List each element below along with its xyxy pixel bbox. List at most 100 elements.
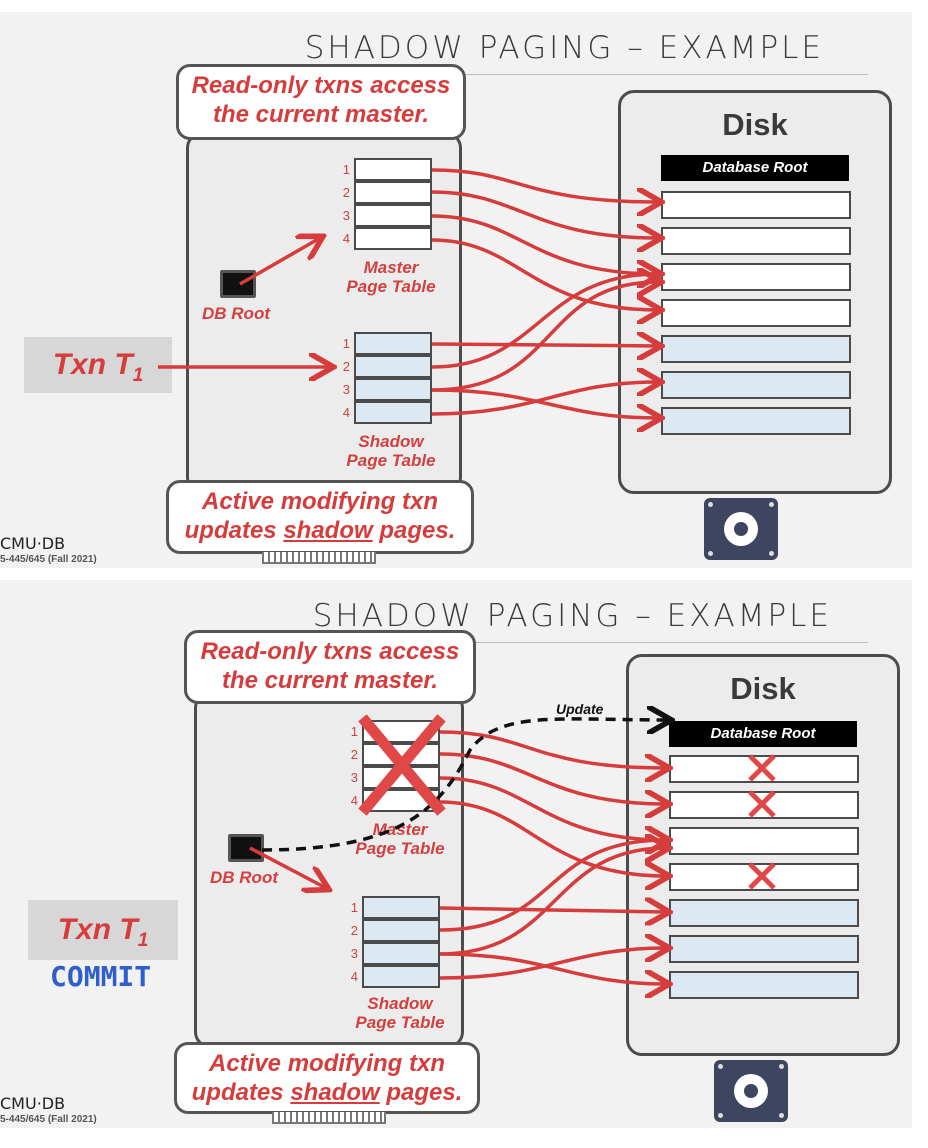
shadow-page-entry bbox=[362, 942, 440, 965]
callout-text: updates bbox=[191, 1079, 291, 1106]
slide-title: SHADOW PAGING – EXAMPLE bbox=[304, 30, 824, 66]
txn-subscript: 1 bbox=[137, 930, 149, 951]
master-row-number: 2 bbox=[342, 185, 350, 200]
callout-line: the current master. bbox=[221, 667, 439, 694]
cross-out-icon bbox=[748, 754, 776, 782]
shadow-row-number: 4 bbox=[350, 969, 358, 984]
ribbon-cable bbox=[272, 1112, 386, 1124]
database-root-page: Database Root bbox=[669, 721, 857, 747]
callout-line: updates shadow pages. bbox=[177, 1078, 477, 1107]
shadow-row-number: 2 bbox=[342, 359, 350, 374]
shadow-row-number: 4 bbox=[342, 405, 350, 420]
database-root-page: Database Root bbox=[661, 155, 849, 181]
arrow-shadow-2 bbox=[431, 274, 658, 369]
master-page-entry bbox=[354, 181, 432, 204]
shadow-page-entry bbox=[362, 919, 440, 942]
arrow-master-4 bbox=[439, 800, 666, 876]
disk-shadow-page bbox=[669, 971, 859, 999]
callout-line: Read-only txns access bbox=[191, 72, 451, 99]
shadow-row-number: 1 bbox=[342, 336, 350, 351]
shadow-row-number: 3 bbox=[350, 946, 358, 961]
db-root-pointer bbox=[228, 834, 264, 862]
master-label-line: Master bbox=[372, 820, 428, 839]
pointer-arrows bbox=[158, 168, 912, 568]
shadow-label-line: Page Table bbox=[355, 1013, 445, 1032]
shadow-row-number: 2 bbox=[350, 923, 358, 938]
disk-shadow-page bbox=[669, 935, 859, 963]
master-page-table-label: Master Page Table bbox=[340, 820, 460, 858]
callout-emphasis: shadow bbox=[283, 517, 373, 544]
callout-emphasis: shadow bbox=[290, 1079, 380, 1106]
txn-text: Txn T bbox=[52, 348, 133, 381]
callout-read-only: Read-only txns access the current master… bbox=[176, 64, 466, 140]
callout-modifying-txn: Active modifying txn updates shadow page… bbox=[174, 1042, 480, 1114]
shadow-label-line: Page Table bbox=[346, 451, 436, 470]
arrow-master-1 bbox=[431, 168, 658, 202]
update-label: Update bbox=[556, 701, 604, 717]
master-row-number: 4 bbox=[350, 793, 358, 808]
arrow-shadow-5 bbox=[431, 388, 658, 418]
footer-logo: CMU·DB bbox=[0, 1094, 66, 1113]
disk-page bbox=[661, 227, 851, 255]
callout-text: pages. bbox=[372, 517, 456, 544]
cross-out-icon bbox=[358, 714, 446, 816]
callout-text: updates bbox=[184, 517, 284, 544]
disk-page bbox=[661, 299, 851, 327]
slide-before-commit: SHADOW PAGING – EXAMPLE Disk Database Ro… bbox=[0, 12, 912, 568]
shadow-page-entry bbox=[354, 378, 432, 401]
ribbon-cable bbox=[262, 552, 376, 564]
shadow-page-entry bbox=[354, 401, 432, 424]
arrow-master-4 bbox=[431, 238, 658, 310]
disk-title: Disk bbox=[722, 107, 788, 142]
cross-out-icon bbox=[748, 862, 776, 890]
footer-logo: CMU·DB bbox=[0, 534, 66, 553]
arrow-shadow-2 bbox=[439, 840, 666, 932]
txn-t1-label: Txn T1 bbox=[24, 337, 172, 393]
title-divider bbox=[260, 642, 868, 643]
callout-line: Read-only txns access bbox=[200, 638, 460, 665]
disk-shadow-page bbox=[661, 335, 851, 363]
title-divider bbox=[260, 74, 868, 75]
callout-modifying-txn: Active modifying txn updates shadow page… bbox=[166, 480, 474, 554]
arrow-db-root-to-shadow bbox=[249, 846, 326, 888]
shadow-label-line: Shadow bbox=[367, 994, 433, 1013]
arrow-shadow-5 bbox=[439, 952, 666, 984]
footer-course: 5-445/645 (Fall 2021) bbox=[0, 1114, 97, 1125]
shadow-row-number: 3 bbox=[342, 382, 350, 397]
master-page-entry bbox=[354, 204, 432, 227]
txn-subscript: 1 bbox=[132, 365, 144, 386]
shadow-label-line: Shadow bbox=[358, 432, 424, 451]
arrow-master-2 bbox=[439, 752, 666, 804]
master-page-table-label: Master Page Table bbox=[331, 258, 451, 296]
master-label-line: Page Table bbox=[355, 839, 445, 858]
disk-shadow-page bbox=[661, 371, 851, 399]
update-arrow bbox=[261, 719, 668, 852]
master-label-line: Master bbox=[363, 258, 419, 277]
master-row-number: 4 bbox=[342, 231, 350, 246]
txn-t1-label: Txn T1 bbox=[28, 900, 178, 960]
shadow-page-table-label: Shadow Page Table bbox=[340, 994, 460, 1032]
slide-title: SHADOW PAGING – EXAMPLE bbox=[312, 598, 832, 634]
shadow-page-entry bbox=[354, 332, 432, 355]
shadow-page-entry bbox=[354, 355, 432, 378]
arrow-master-3 bbox=[431, 214, 658, 274]
disk-page bbox=[661, 263, 851, 291]
commit-label: COMMIT bbox=[50, 960, 152, 993]
disk-page bbox=[669, 827, 859, 855]
disk-page bbox=[661, 191, 851, 219]
shadow-row-number: 1 bbox=[350, 900, 358, 915]
master-row-number: 1 bbox=[342, 162, 350, 177]
master-row-number: 3 bbox=[342, 208, 350, 223]
arrow-shadow-3 bbox=[439, 848, 666, 956]
disk-title: Disk bbox=[730, 671, 796, 706]
arrow-master-2 bbox=[431, 190, 658, 238]
master-row-number: 2 bbox=[350, 747, 358, 762]
master-page-entry bbox=[354, 158, 432, 181]
callout-line: updates shadow pages. bbox=[169, 516, 471, 545]
db-root-label: DB Root bbox=[210, 868, 278, 887]
arrow-shadow-1 bbox=[439, 908, 666, 912]
callout-line: Active modifying txn bbox=[208, 1050, 446, 1077]
callout-read-only: Read-only txns access the current master… bbox=[184, 630, 476, 704]
db-root-pointer bbox=[220, 270, 256, 298]
callout-line: Active modifying txn bbox=[201, 488, 439, 515]
